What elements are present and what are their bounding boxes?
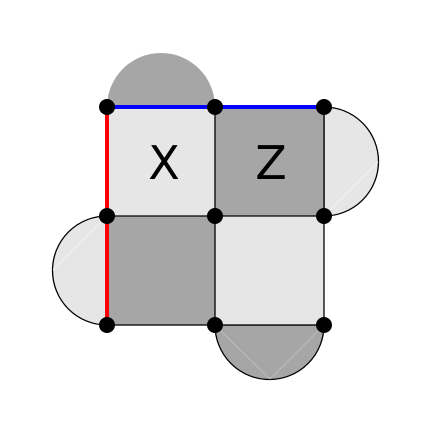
flap-right-fold-line — [323, 161, 379, 217]
vertex-3 — [316, 99, 332, 115]
flap-bottom-fold-line-b — [269, 324, 325, 380]
flap-top — [107, 53, 215, 107]
vertex-6 — [316, 208, 332, 224]
cell-top-left — [107, 107, 215, 216]
flap-right — [323, 106, 380, 217]
vertex-4 — [99, 208, 115, 224]
cell-top-right — [215, 107, 324, 216]
vertex-8 — [207, 317, 223, 333]
cell-bottom-left — [107, 216, 215, 325]
vertex-1 — [99, 99, 115, 115]
cell-bottom-right — [215, 216, 324, 325]
flap-bottom — [214, 324, 325, 381]
cell-label-x: X — [148, 136, 180, 190]
flap-left-fold-line — [52, 215, 108, 271]
vertex-7 — [99, 317, 115, 333]
vertex-5 — [207, 208, 223, 224]
vertex-2 — [207, 99, 223, 115]
flap-left — [51, 215, 108, 326]
cell-label-z: Z — [255, 136, 287, 190]
vertex-9 — [316, 317, 332, 333]
flap-bottom-fold-line-a — [214, 324, 271, 380]
